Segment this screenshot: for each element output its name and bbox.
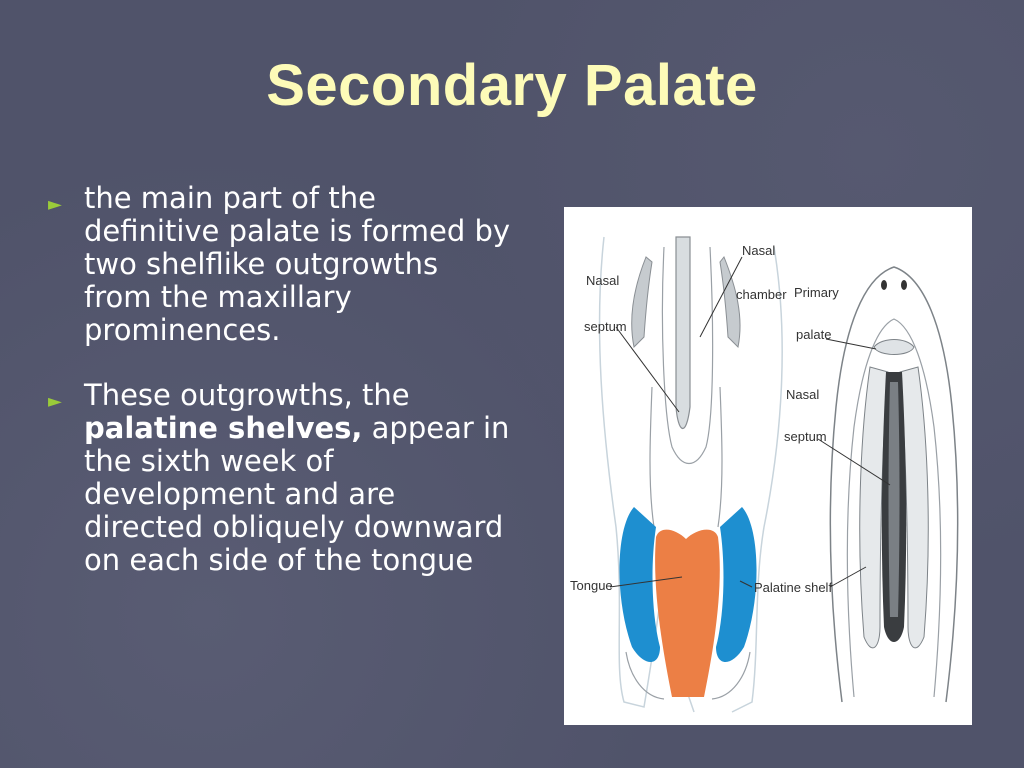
triangle-bullet-icon: ► xyxy=(48,391,62,412)
bullet-bold-term: palatine shelves, xyxy=(84,411,363,445)
bullet-text: These outgrowths, the palatine shelves, … xyxy=(84,378,509,577)
bullet-item: ► These outgrowths, the palatine shelves… xyxy=(44,379,514,577)
slide-title: Secondary Palate xyxy=(266,53,758,118)
bullet-text: the main part of the definitive palate i… xyxy=(84,181,511,347)
label-nasal-chamber: Nasal chamber xyxy=(736,243,787,302)
label-palatine-shelf: Palatine shelf xyxy=(754,580,832,595)
label-nasal-septum-right: Nasal septum xyxy=(784,387,827,444)
palate-diagram: Nasal septum Nasal chamber Tongue xyxy=(564,207,972,725)
bullet-list: ► the main part of the definitive palate… xyxy=(44,182,514,609)
label-primary-palate: Primary palate xyxy=(794,285,842,342)
triangle-bullet-icon: ► xyxy=(48,194,62,215)
bullet-text-before: These outgrowths, the xyxy=(84,378,410,412)
label-tongue: Tongue xyxy=(570,578,613,593)
label-nasal-septum-left: Nasal septum xyxy=(584,273,627,334)
bullet-item: ► the main part of the definitive palate… xyxy=(44,182,514,347)
bullet-text-after: appear in the sixth week of development … xyxy=(84,411,510,577)
